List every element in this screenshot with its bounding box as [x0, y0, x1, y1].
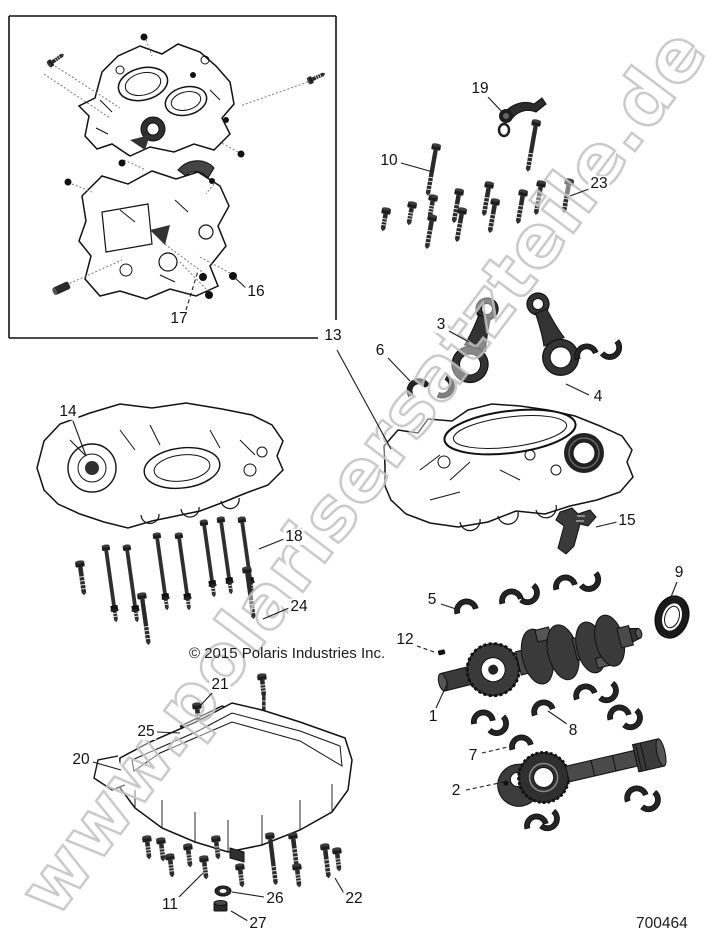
callout-18: 18 — [283, 527, 305, 546]
callout-16: 16 — [245, 282, 267, 301]
inset-fastener-dots — [43, 33, 328, 299]
oil-pan-drawing — [93, 702, 353, 863]
callout-13: 13 — [322, 326, 344, 345]
leader-line-10 — [400, 162, 434, 173]
callout-17: 17 — [168, 309, 190, 328]
leader-line-26 — [231, 891, 265, 898]
leader-line-25 — [156, 731, 181, 734]
balance-shaft-drawing — [497, 738, 667, 807]
drain-plug — [213, 900, 228, 912]
leader-line-27 — [230, 910, 249, 922]
leader-line-11 — [177, 872, 204, 899]
leader-line-18 — [258, 538, 285, 550]
leader-line-13 — [336, 349, 392, 450]
callout-4: 4 — [591, 387, 605, 406]
inset-box-frame — [8, 15, 337, 339]
callout-27: 27 — [247, 914, 269, 933]
leader-line-24 — [262, 607, 290, 620]
callout-11: 11 — [159, 895, 181, 914]
callout-9: 9 — [672, 563, 686, 582]
leader-line-19 — [487, 96, 505, 115]
crankshaft-key — [437, 649, 446, 656]
callout-1: 1 — [426, 707, 440, 726]
balance-shaft-bolt — [503, 780, 509, 786]
leader-line-20 — [92, 761, 122, 771]
leader-line-16 — [233, 276, 247, 289]
leader-line-4 — [565, 383, 590, 396]
leader-line-14 — [72, 420, 87, 457]
crankshaft-drawing — [437, 614, 643, 698]
leader-line-7 — [481, 746, 509, 754]
inset-lower-crankcase-drawing — [78, 160, 230, 300]
callout-7: 7 — [466, 746, 480, 765]
leader-line-3 — [448, 330, 470, 343]
callout-20: 20 — [70, 750, 92, 769]
copyright-text: © 2015 Polaris Industries Inc. — [189, 645, 386, 662]
leader-line-5 — [440, 603, 457, 610]
bearing-retainer-bracket — [555, 507, 597, 555]
callout-19: 19 — [469, 79, 491, 98]
right-crankcase-half-drawing — [383, 403, 634, 532]
leader-line-1 — [435, 681, 449, 709]
sealing-washer — [214, 885, 232, 897]
callout-21: 21 — [209, 675, 231, 694]
leader-line-15 — [595, 521, 618, 528]
leader-line-9 — [670, 581, 678, 598]
callout-5: 5 — [425, 590, 439, 609]
callout-15: 15 — [616, 511, 638, 530]
callout-22: 22 — [343, 889, 365, 908]
callout-26: 26 — [264, 889, 286, 908]
leader-line-23 — [569, 188, 590, 197]
left-crankcase-half-drawing — [36, 402, 284, 529]
callout-8: 8 — [566, 721, 580, 740]
oil-seal — [654, 595, 690, 639]
callout-6: 6 — [373, 341, 387, 360]
inset-upper-crankcase-drawing — [77, 43, 235, 157]
callout-3: 3 — [434, 315, 448, 334]
leader-line-21 — [198, 691, 214, 708]
callout-23: 23 — [588, 174, 610, 193]
callout-10: 10 — [378, 151, 400, 170]
callout-24: 24 — [288, 597, 310, 616]
leader-line-22 — [334, 877, 346, 896]
callout-12: 12 — [394, 630, 416, 649]
callout-25: 25 — [135, 722, 157, 741]
callout-14: 14 — [57, 402, 79, 421]
leader-line-12 — [416, 645, 438, 654]
leader-line-8 — [547, 710, 568, 725]
callout-2: 2 — [449, 781, 463, 800]
diagram-number: 700464 — [636, 915, 688, 932]
leader-line-6 — [387, 357, 411, 382]
